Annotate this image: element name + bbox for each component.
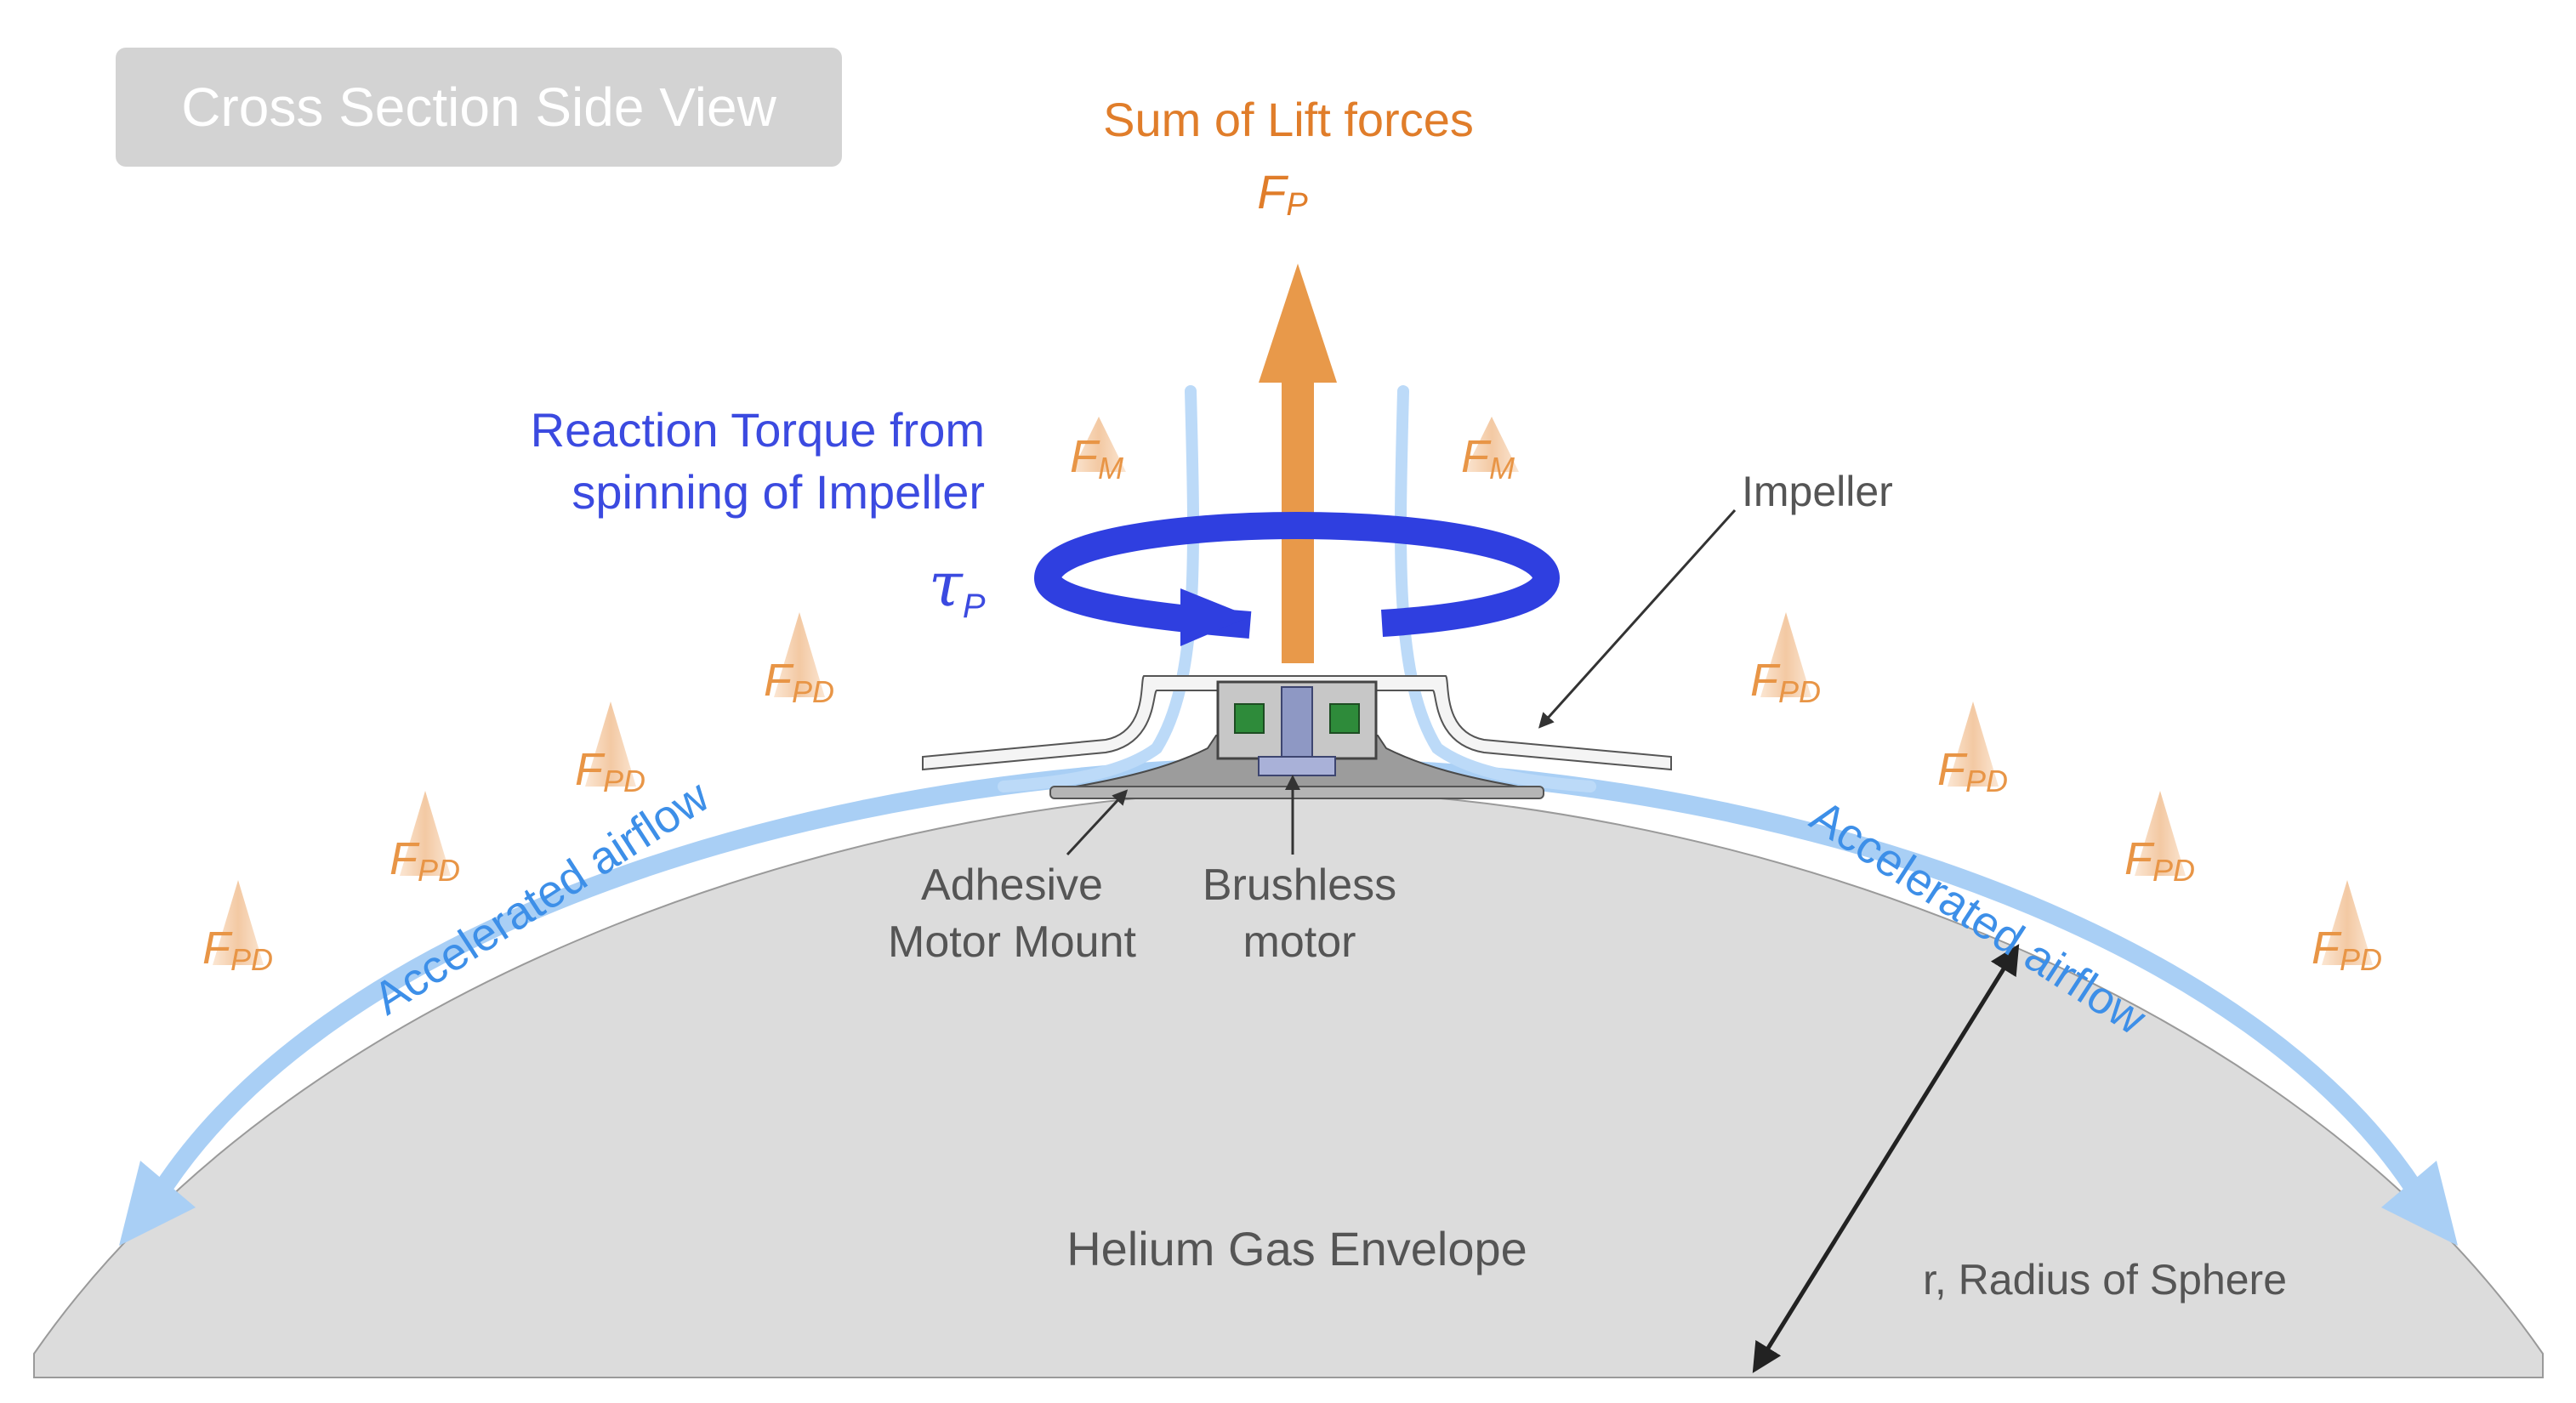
radius-arrow: [1752, 944, 2020, 1373]
impeller-shroud: [922, 675, 1672, 771]
intake-airflow-left: [998, 385, 1200, 792]
fm-cone-right: [1464, 417, 1519, 472]
fpd-cone-left-4: [213, 880, 264, 965]
torque-symbol: τP: [929, 548, 986, 625]
fpd-label-right-3: FPD: [2124, 833, 2195, 888]
adhesive-mount-leader-line: [1066, 789, 1129, 856]
view-badge: Cross Section Side View: [116, 48, 842, 167]
fpd-label-right-4: FPD: [2312, 923, 2382, 977]
airflow-arrowhead-left: [119, 1161, 196, 1246]
lift-symbol: FP: [1257, 165, 1308, 223]
fpd-label-left-1: FPD: [764, 655, 834, 709]
motor-label-line2: motor: [1243, 917, 1356, 967]
airflow-band-left: [152, 760, 1191, 1200]
motor-label-line1: Brushless: [1203, 861, 1396, 910]
motor-base: [1258, 756, 1336, 776]
fpd-label-right-2: FPD: [1937, 744, 2008, 798]
fpd-label-left-3: FPD: [390, 833, 460, 888]
motor-shaft: [1281, 686, 1313, 769]
fpd-cone-right-1: [1760, 612, 1811, 697]
lift-arrow: [1259, 264, 1337, 663]
fm-cone-left: [1072, 417, 1126, 472]
motor-winding-left: [1234, 703, 1265, 734]
torque-label-line2: spinning of Impeller: [571, 465, 985, 519]
torque-ring: [1033, 511, 1561, 646]
fpd-label-right-1: FPD: [1750, 655, 1821, 709]
impeller-label: Impeller: [1742, 468, 1893, 515]
airflow-arrowhead-right: [2381, 1161, 2458, 1246]
motor-winding-right: [1329, 703, 1360, 734]
torque-arrowhead: [1180, 588, 1250, 646]
fm-label-left: FM: [1070, 431, 1123, 486]
fpd-cone-right-2: [1948, 702, 1999, 787]
fpd-cone-left-3: [400, 791, 451, 876]
lift-title: Sum of Lift forces: [1103, 93, 1474, 146]
fpd-cone-right-4: [2322, 880, 2373, 965]
intake-airflow-right: [1394, 385, 1596, 792]
impeller-assembly: [922, 675, 1672, 799]
adhesive-mount-label-line2: Motor Mount: [888, 917, 1136, 967]
fpd-cone-right-3: [2135, 791, 2186, 876]
fpd-label-left-2: FPD: [575, 744, 645, 798]
envelope-label: Helium Gas Envelope: [1066, 1222, 1527, 1275]
adhesive-mount-label-line1: Adhesive: [921, 861, 1103, 910]
fpd-cone-left-2: [585, 702, 636, 787]
fpd-label-left-4: FPD: [202, 923, 273, 977]
impeller-leader-line: [1538, 508, 1737, 729]
adhesive-mount-plate: [1049, 786, 1544, 799]
torque-label-line1: Reaction Torque from: [531, 403, 985, 457]
radius-label: r, Radius of Sphere: [1923, 1256, 2287, 1304]
fpd-cone-left-1: [774, 612, 825, 697]
fm-label-right: FM: [1461, 431, 1515, 486]
